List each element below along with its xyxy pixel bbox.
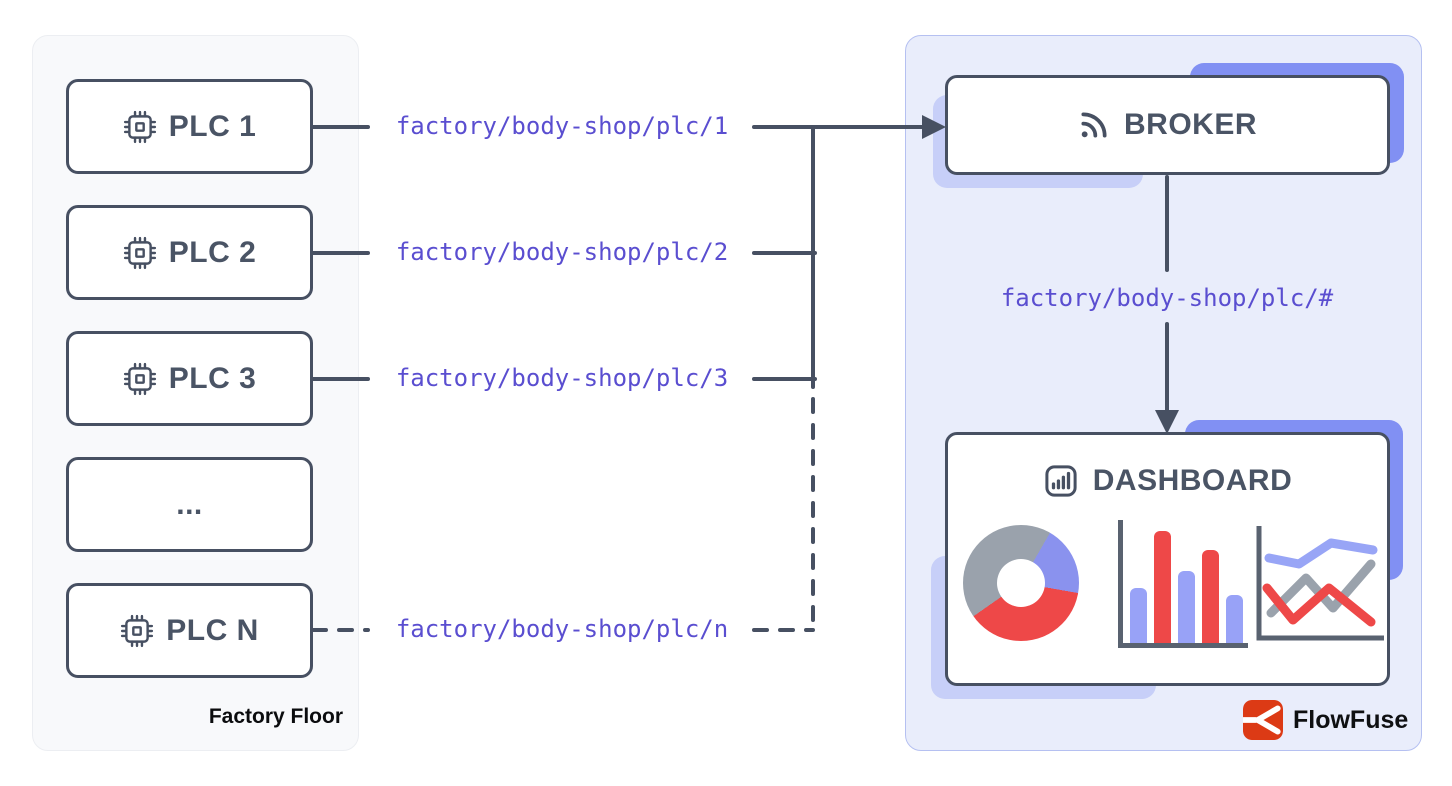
chip-icon: [123, 362, 156, 395]
topic-label-plc1: factory/body-shop/plc/1: [395, 112, 729, 140]
broker-box: BROKER: [945, 75, 1390, 175]
plc-3-node: PLC 3: [66, 331, 313, 426]
topic-label-plc3: factory/body-shop/plc/3: [395, 364, 729, 392]
donut-chart: [963, 525, 1079, 641]
bar-chart: [1118, 520, 1248, 648]
plc-2-label: PLC 2: [168, 235, 257, 269]
topic-label-plcn: factory/body-shop/plc/n: [395, 615, 729, 643]
chip-icon: [123, 110, 156, 143]
plc-n-label: PLC N: [166, 613, 259, 647]
bar: [1154, 531, 1171, 643]
dashboard-label: DASHBOARD: [1092, 464, 1293, 497]
plc-n-node: PLC N: [66, 583, 313, 678]
dashboard-box: DASHBOARD: [945, 432, 1390, 686]
flowfuse-logo-icon: [1243, 700, 1283, 740]
topic-label-plc2: factory/body-shop/plc/2: [395, 238, 729, 266]
factory-floor-label: Factory Floor: [208, 705, 343, 728]
chip-icon: [121, 614, 154, 647]
plc-ellipsis-label: ...: [176, 487, 203, 521]
flowfuse-label: FlowFuse: [1293, 705, 1409, 734]
rss-icon: [1081, 112, 1107, 138]
plc-3-label: PLC 3: [168, 361, 257, 395]
bar-chart-icon: [1045, 465, 1077, 497]
plc-2-node: PLC 2: [66, 205, 313, 300]
plc-ellipsis-node: ...: [66, 457, 313, 552]
bar: [1202, 550, 1219, 643]
line-chart-axis: [1256, 526, 1384, 641]
chip-icon: [123, 236, 156, 269]
indigo-series: [1264, 538, 1378, 569]
bar: [1130, 588, 1147, 643]
red-series: [1262, 583, 1376, 627]
line-chart-svg: [1256, 526, 1384, 641]
subscription-topic-label: factory/body-shop/plc/#: [1000, 284, 1334, 312]
bar: [1226, 595, 1243, 643]
dashboard-title-row: DASHBOARD: [948, 463, 1387, 499]
broker-label: BROKER: [1123, 108, 1257, 141]
bar: [1178, 571, 1195, 643]
flowfuse-brand: FlowFuse: [1243, 700, 1408, 740]
plc-1-label: PLC 1: [168, 109, 257, 143]
plc-1-node: PLC 1: [66, 79, 313, 174]
donut-hole: [997, 559, 1045, 607]
